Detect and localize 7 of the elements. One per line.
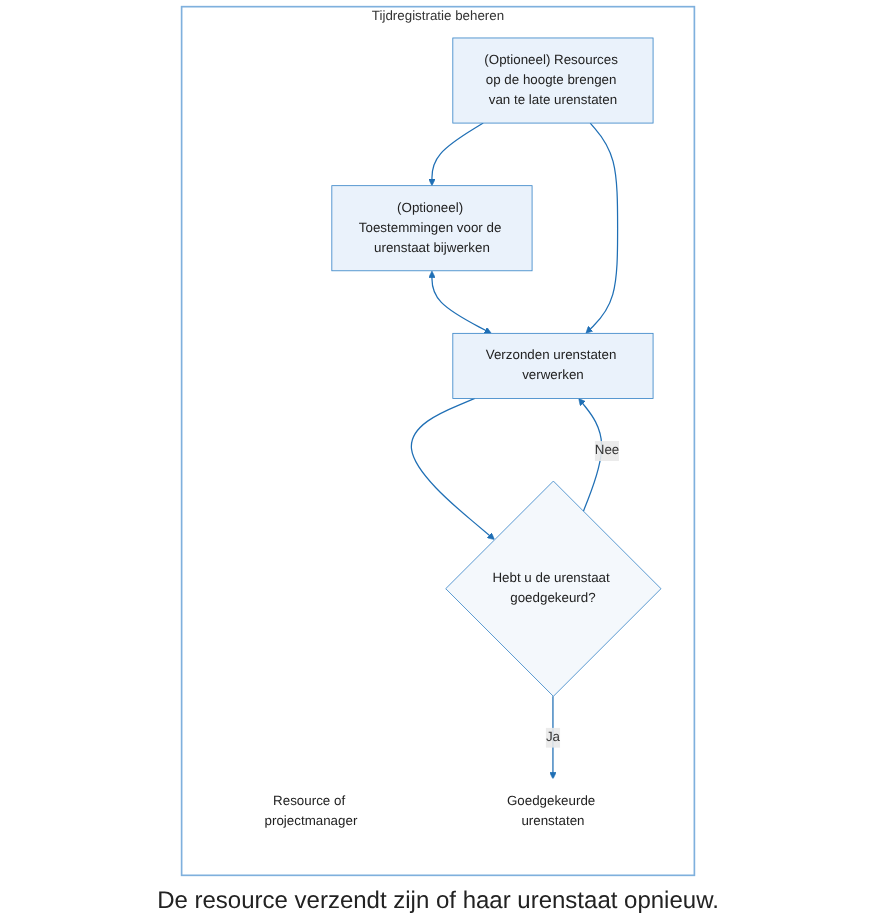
arrow: [428, 270, 492, 334]
arrow: [585, 122, 619, 334]
arrow: [549, 695, 557, 780]
arrow: [578, 398, 603, 513]
arrow: [410, 397, 495, 540]
note-text: De resource verzendt zijn of haar urenstaat opnieuw.: [155, 884, 721, 918]
arrow: [428, 122, 484, 186]
